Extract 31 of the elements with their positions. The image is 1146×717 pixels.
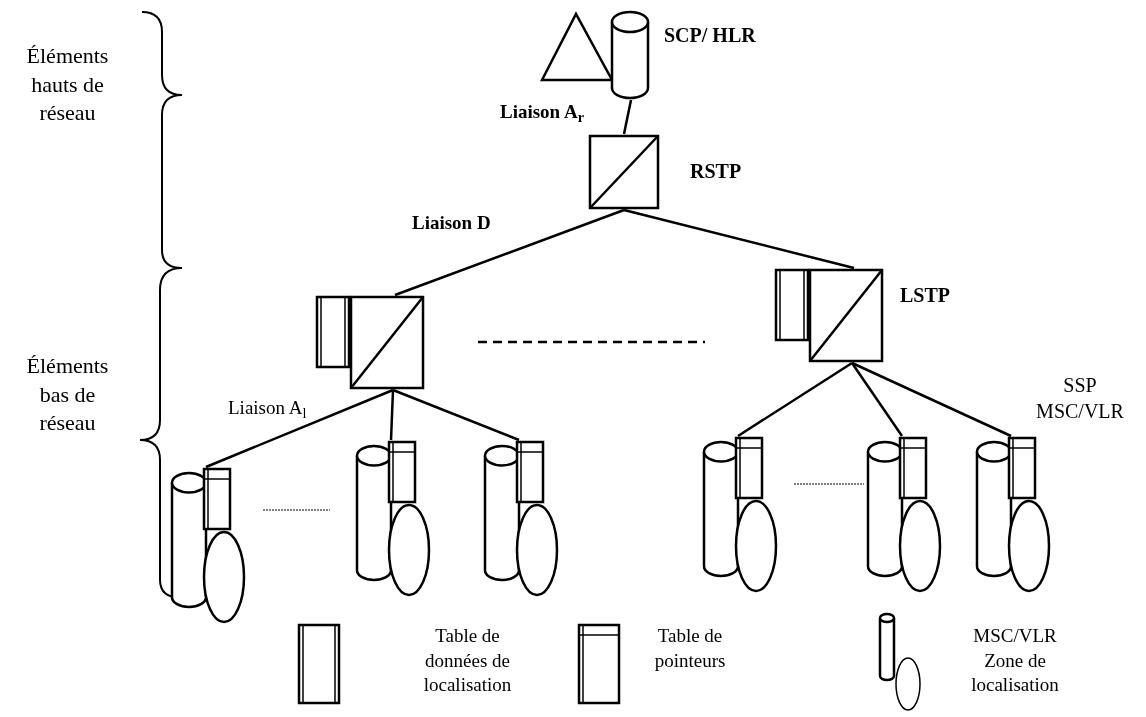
node-label: LSTP — [900, 283, 952, 308]
link-line — [737, 361, 853, 438]
switch-node — [774, 268, 884, 363]
node-label: SSP MSC/VLR — [1035, 373, 1125, 424]
level-label: Éléments hauts de réseau — [25, 42, 110, 128]
link-line — [851, 361, 1012, 438]
level-label: Éléments bas de réseau — [25, 352, 110, 438]
edge-label: Liaison A$_{l}$ — [228, 398, 307, 417]
link-line — [389, 389, 395, 441]
link-line — [394, 208, 625, 297]
database-node — [170, 467, 246, 625]
legend-label: Table de pointeurs — [653, 624, 727, 673]
node-label: RSTP — [690, 159, 743, 184]
legend-label: MSC/VLR Zone de localisation — [970, 624, 1060, 698]
switch-node — [315, 295, 425, 390]
node-label: SCP/ HLR — [664, 23, 757, 48]
database-node — [866, 436, 942, 594]
switch-node — [588, 134, 660, 210]
link-line — [392, 388, 520, 442]
database-node — [540, 10, 650, 100]
edge-label: Liaison D — [412, 213, 491, 232]
database-node — [975, 436, 1051, 594]
edge-label: Liaison A$_{r}$ — [500, 102, 584, 121]
link-line — [622, 99, 633, 135]
database-node — [355, 440, 431, 598]
database-node — [483, 440, 559, 598]
link-line — [850, 362, 904, 437]
link-line — [623, 208, 855, 270]
link-line — [205, 388, 394, 469]
database-node — [702, 436, 778, 594]
legend-label: Table de données de localisation — [422, 624, 513, 698]
